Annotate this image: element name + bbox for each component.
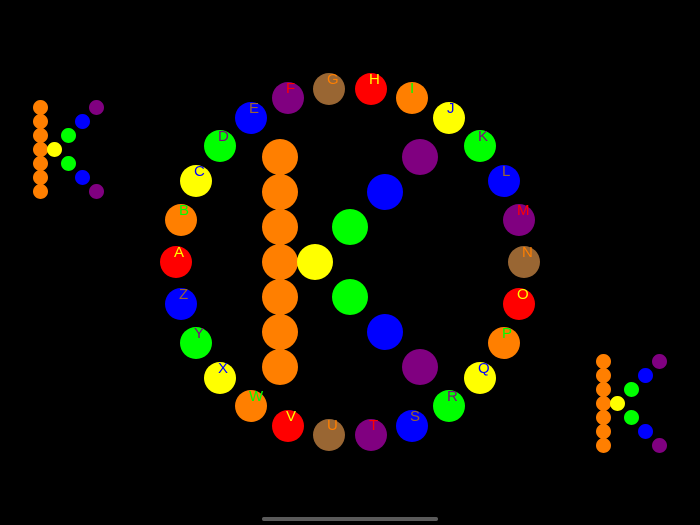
letter-label: J — [447, 100, 455, 117]
small-k-arm-dot — [60, 155, 76, 171]
small-k-arm-dot — [46, 141, 62, 157]
small-k-arm-dot — [74, 113, 90, 129]
k-stem-dot — [262, 209, 298, 245]
letter-button-u[interactable]: U — [313, 417, 345, 451]
letter-button-w[interactable]: W — [235, 388, 267, 422]
k-arm-dot — [402, 349, 438, 385]
letter-button-p[interactable]: P — [488, 325, 520, 359]
letter-label: H — [369, 71, 380, 88]
small-k-stem-dot — [595, 423, 611, 439]
letter-button-n[interactable]: N — [508, 244, 540, 278]
letter-label: I — [410, 80, 415, 97]
letter-label: Q — [478, 360, 490, 377]
small-k-arm-dot — [609, 395, 625, 411]
letter-button-f[interactable]: F — [272, 80, 304, 114]
letter-label: K — [478, 128, 489, 145]
letter-label: G — [327, 71, 339, 88]
letter-button-e[interactable]: E — [235, 100, 267, 134]
letter-label: C — [194, 163, 205, 180]
small-k-arm-dot — [637, 367, 653, 383]
k-arm-dot — [367, 174, 403, 210]
letter-button-g[interactable]: G — [313, 71, 345, 105]
letter-label: T — [369, 417, 379, 434]
letter-button-s[interactable]: S — [396, 408, 428, 442]
k-arm-dot — [332, 279, 368, 315]
letter-button-j[interactable]: J — [433, 100, 465, 134]
small-k-arm-dot — [623, 409, 639, 425]
small-k-stem-dot — [595, 437, 611, 453]
small-k-stem-dot — [32, 183, 48, 199]
letter-button-y[interactable]: Y — [180, 325, 212, 359]
small-k-stem-dot — [32, 99, 48, 115]
small-k-arm-dot — [88, 99, 104, 115]
letter-button-o[interactable]: O — [503, 286, 535, 320]
letter-label: A — [174, 244, 185, 261]
letter-button-c[interactable]: C — [180, 163, 212, 197]
letter-label: L — [502, 163, 511, 180]
letter-button-m[interactable]: M — [503, 202, 535, 236]
k-stem-dot — [262, 349, 298, 385]
small-k-stem-dot — [32, 169, 48, 185]
letter-label: V — [286, 408, 297, 425]
letter-label: M — [517, 202, 530, 219]
k-stem-dot — [262, 139, 298, 175]
small-k-arm-dot — [651, 353, 667, 369]
small-k-stem-dot — [595, 367, 611, 383]
letter-label: F — [286, 80, 296, 97]
k-stem-dot — [262, 279, 298, 315]
letter-label: W — [249, 388, 264, 405]
letter-label: P — [502, 325, 513, 342]
letter-label: E — [249, 100, 260, 117]
k-arm-dot — [402, 139, 438, 175]
letter-label: Y — [194, 325, 205, 342]
k-arm-dot — [297, 244, 333, 280]
small-k-stem-dot — [32, 127, 48, 143]
small-k-arm-dot — [637, 423, 653, 439]
k-arm-dot — [367, 314, 403, 350]
small-k-arm-dot — [60, 127, 76, 143]
small-k-arm-dot — [74, 169, 90, 185]
letter-button-z[interactable]: Z — [165, 286, 197, 320]
letter-button-k[interactable]: K — [464, 128, 496, 162]
small-k-stem-dot — [595, 353, 611, 369]
letter-label: U — [327, 417, 338, 434]
letter-label: N — [522, 244, 533, 261]
k-stem-dot — [262, 244, 298, 280]
home-indicator[interactable] — [262, 517, 438, 521]
small-k-arm-dot — [88, 183, 104, 199]
letter-button-l[interactable]: L — [488, 163, 520, 197]
letter-label: Z — [179, 286, 189, 303]
letter-button-i[interactable]: I — [396, 80, 428, 114]
letter-button-r[interactable]: R — [433, 388, 465, 422]
letter-button-h[interactable]: H — [355, 71, 387, 105]
letter-label: X — [218, 360, 229, 377]
k-stem-dot — [262, 174, 298, 210]
small-k-stem-dot — [32, 113, 48, 129]
small-k-stem-dot — [32, 155, 48, 171]
letter-label: O — [517, 286, 529, 303]
letter-button-q[interactable]: Q — [464, 360, 496, 394]
small-k-arm-dot — [651, 437, 667, 453]
letter-button-a[interactable]: A — [160, 244, 192, 278]
small-k-stem-dot — [595, 395, 611, 411]
small-k-stem-dot — [32, 141, 48, 157]
letter-label: D — [218, 128, 229, 145]
letter-label: B — [179, 202, 190, 219]
small-k-stem-dot — [595, 409, 611, 425]
letter-button-x[interactable]: X — [204, 360, 236, 394]
letter-button-b[interactable]: B — [165, 202, 197, 236]
letter-button-t[interactable]: T — [355, 417, 387, 451]
small-k-arm-dot — [623, 381, 639, 397]
letter-label: R — [447, 388, 458, 405]
k-stem-dot — [262, 314, 298, 350]
small-k-stem-dot — [595, 381, 611, 397]
k-arm-dot — [332, 209, 368, 245]
letter-label: S — [410, 408, 421, 425]
letter-button-v[interactable]: V — [272, 408, 304, 442]
letter-button-d[interactable]: D — [204, 128, 236, 162]
